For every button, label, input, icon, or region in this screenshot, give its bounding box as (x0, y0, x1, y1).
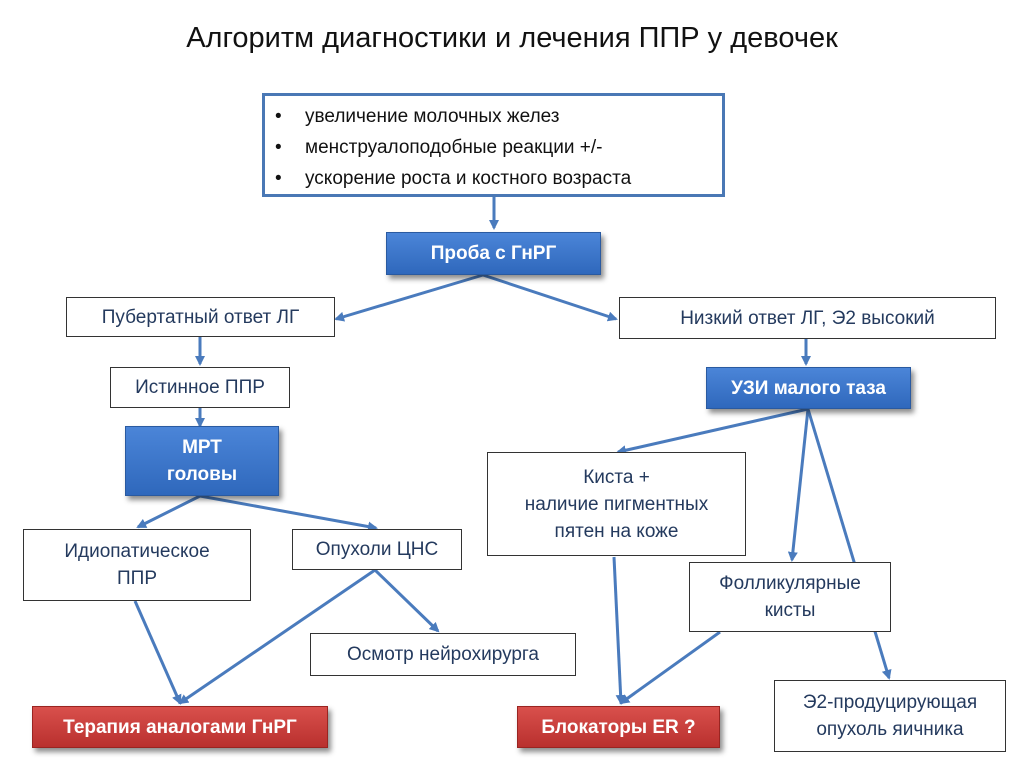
true-ppr-box: Истинное ППР (110, 367, 290, 408)
gnrh-therapy-label: Терапия аналогами ГнРГ (63, 716, 297, 738)
cns-tumors-label: Опухоли ЦНС (315, 539, 439, 560)
arrow-test-to-pubertal (334, 273, 484, 322)
arrow-us-to-cyst (616, 407, 809, 456)
gnrh-test-label: Проба с ГнРГ (430, 243, 557, 264)
cns-tumors-box: Опухоли ЦНС (292, 529, 462, 570)
mri-label-line1: МРТ (182, 437, 222, 458)
diagram-title: Алгоритм диагностики и лечения ППР у дев… (186, 22, 838, 54)
cyst-label-line2: наличие пигментных (524, 493, 709, 515)
pubertal-lh-label: Пубертатный ответ ЛГ (101, 306, 300, 328)
arrow-us-to-follic (787, 408, 810, 562)
cyst-box: Киста + наличие пигментных пятен на коже (487, 452, 746, 556)
gnrh-test-box: Проба с ГнРГ (386, 232, 601, 275)
true-ppr-label: Истинное ППР (135, 377, 265, 398)
arrow-test-to-low (482, 273, 618, 322)
gnrh-therapy-box: Терапия аналогами ГнРГ (32, 706, 328, 748)
e2-tumor-label-line2: опухоль яичника (816, 719, 964, 740)
symptom-item: менструалоподобные реакции +/- (275, 132, 631, 163)
mri-box: МРТ головы (125, 426, 279, 496)
arrow-cyst-to-blockers (612, 556, 626, 705)
arrow-us-to-e2 (806, 408, 892, 680)
pelvic-us-label: УЗИ малого таза (731, 377, 886, 399)
neurosurgeon-label: Осмотр нейрохирурга (346, 644, 540, 665)
neurosurgeon-box: Осмотр нейрохирурга (310, 633, 576, 676)
arrow-mri-to-cns (199, 494, 378, 532)
arrow-cns-to-neuro (373, 568, 440, 633)
e2-tumor-box: Э2-продуцирующая опухоль яичника (774, 680, 1006, 752)
idiopathic-box: Идиопатическое ППР (23, 529, 251, 601)
low-lh-label: Низкий ответ ЛГ, Э2 высокий (680, 307, 935, 329)
pubertal-lh-box: Пубертатный ответ ЛГ (66, 297, 335, 337)
arrow-cns-to-therapy (178, 568, 376, 705)
e2-tumor-label-line1: Э2-продуцирующая (802, 692, 978, 713)
follicular-cysts-label-line1: Фолликулярные (719, 573, 861, 594)
cyst-label-line3: пятен на коже (554, 520, 679, 542)
er-blockers-label: Блокаторы ER ? (541, 716, 696, 738)
arrow-mri-to-idio (136, 494, 201, 529)
follicular-cysts-box: Фолликулярные кисты (689, 562, 891, 632)
low-lh-box: Низкий ответ ЛГ, Э2 высокий (619, 297, 996, 339)
cyst-label-line1: Киста + (583, 466, 650, 488)
follicular-cysts-label-line2: кисты (764, 600, 816, 621)
arrow-idio-to-therapy (133, 600, 182, 705)
symptom-item: увеличение молочных желез (275, 101, 631, 132)
symptoms-list: увеличение молочных желез менструалоподо… (265, 101, 631, 194)
symptom-item: ускорение роста и костного возраста (275, 163, 631, 194)
pelvic-us-box: УЗИ малого таза (706, 367, 911, 409)
mri-label-line2: головы (166, 464, 238, 485)
idiopathic-label-line1: Идиопатическое (64, 541, 210, 562)
er-blockers-box: Блокаторы ER ? (517, 706, 720, 748)
symptoms-box: увеличение молочных желез менструалоподо… (262, 93, 725, 197)
idiopathic-label-line2: ППР (117, 568, 157, 589)
arrow-follic-to-blockers (619, 630, 721, 705)
